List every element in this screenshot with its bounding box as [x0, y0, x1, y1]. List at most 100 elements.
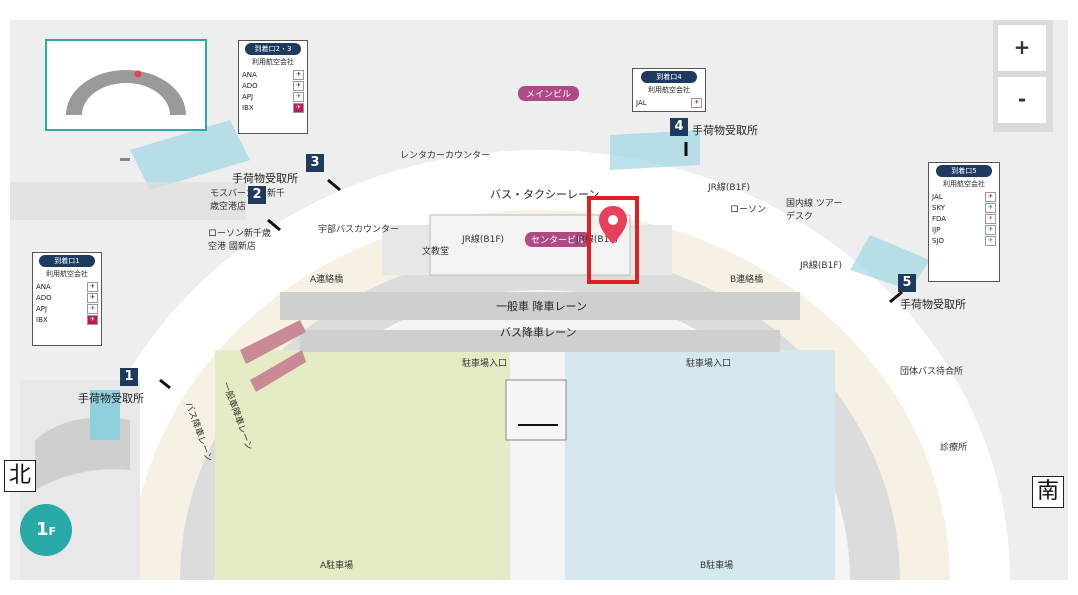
jr-left-label: JR線(B1F) — [462, 235, 505, 245]
airline-logo: ✈ — [690, 97, 702, 108]
zoom-in-button[interactable]: + — [998, 25, 1046, 71]
airline-code: APJ — [242, 92, 254, 101]
gate-5-card: 到着口5 利用航空会社 JAL ✈ SKY ✈ FDA ✈ IJP ✈ SJO ✈ — [928, 162, 1000, 282]
gate-4-number[interactable]: 4 — [670, 118, 688, 136]
airline-code: ANA — [242, 70, 257, 79]
minimap[interactable] — [46, 40, 206, 130]
gate-2-title: 到着口2・3 — [245, 43, 301, 55]
gate-1-sub: 利用航空会社 — [46, 270, 88, 278]
gate-5-title: 到着口5 — [936, 165, 992, 177]
parking-a-label: A駐車場 — [320, 561, 354, 571]
airline-logo: ✈ — [984, 224, 996, 235]
clinic-label: 診療所 — [940, 443, 968, 453]
lawson-right-label: ローソン — [730, 205, 767, 215]
crossing-b-label: B連絡橋 — [730, 275, 764, 285]
bunkyodo-label: 文教堂 — [422, 247, 450, 257]
airline-code: SJO — [932, 236, 945, 245]
gate-4-title: 到着口4 — [641, 71, 697, 83]
airline-row: SJO ✈ — [932, 235, 996, 246]
airline-code: FDA — [932, 214, 947, 223]
airline-row: IJP ✈ — [932, 224, 996, 235]
gate-2-number[interactable]: 2 — [248, 186, 266, 204]
airline-logo: ✈ — [984, 191, 996, 202]
floor-badge[interactable]: 1F — [20, 504, 72, 556]
airline-code: IJP — [932, 225, 941, 234]
airline-code: ADO — [242, 81, 258, 90]
gate-4-card: 到着口4 利用航空会社 JAL ✈ — [632, 68, 706, 112]
airline-row: JAL ✈ — [932, 191, 996, 202]
airline-code: JAL — [932, 192, 943, 201]
floor-suffix: F — [48, 525, 57, 538]
gate-1-title: 到着口1 — [39, 255, 95, 267]
parking-entrance-right: 駐車場入口 — [686, 359, 732, 369]
gate-2-card: 到着口2・3 利用航空会社 ANA ✈ ADO ✈ APJ ✈ IBX ✈ — [238, 40, 308, 134]
airline-logo: ✈ — [984, 235, 996, 246]
baggage-claim-2: 手荷物受取所 — [232, 172, 298, 185]
jr-center-label: JR線(B1F) — [576, 235, 619, 245]
airline-logo: ✈ — [292, 102, 304, 113]
airport-map[interactable]: メインビル センタービル バス・タクシーレーン 一般車 降車レーン バス降車レー… — [10, 20, 1068, 580]
airline-code: JAL — [636, 98, 647, 107]
map-pin-icon — [599, 206, 627, 244]
baggage-claim-5: 手荷物受取所 — [900, 298, 966, 311]
airline-row: JAL ✈ — [636, 97, 702, 108]
south-label: 南 — [1032, 476, 1064, 508]
airline-row: ANA ✈ — [242, 69, 304, 80]
jr-right-label: JR線(B1F) — [800, 261, 843, 271]
gate-5-sub: 利用航空会社 — [943, 180, 985, 188]
airline-code: IBX — [242, 103, 254, 112]
airline-logo: ✈ — [984, 213, 996, 224]
selected-location-box — [587, 196, 639, 284]
airline-code: SKY — [932, 203, 946, 212]
airline-code: APJ — [36, 304, 48, 313]
airline-code: ADO — [36, 293, 52, 302]
zoom-out-button[interactable]: - — [998, 77, 1046, 123]
bus-counter-label: 宇部バスカウンター — [318, 225, 400, 235]
airline-logo: ✈ — [86, 281, 98, 292]
airline-code: ANA — [36, 282, 51, 291]
airline-row: ADO ✈ — [36, 292, 98, 303]
center-building-label: センタービル — [525, 232, 592, 247]
gate-1-card: 到着口1 利用航空会社 ANA ✈ ADO ✈ APJ ✈ IBX ✈ — [32, 252, 102, 346]
airline-row: IBX ✈ — [242, 102, 304, 113]
bus-taxi-lane-label: バス・タクシーレーン — [490, 188, 600, 201]
lawson-left-label: ローソン新千歳空港 國新店 — [208, 229, 272, 252]
airline-logo: ✈ — [86, 314, 98, 325]
parking-b-label: B駐車場 — [700, 561, 734, 571]
mos-label: モスバーガー 新千歳空港店 — [210, 189, 285, 212]
airline-row: FDA ✈ — [932, 213, 996, 224]
airline-logo: ✈ — [86, 303, 98, 314]
airline-code: IBX — [36, 315, 48, 324]
airline-row: ANA ✈ — [36, 281, 98, 292]
airline-row: APJ ✈ — [36, 303, 98, 314]
tour-desk-label: 国内線 ツアーデスク — [786, 199, 843, 222]
airline-logo: ✈ — [292, 91, 304, 102]
main-building-label: メインビル — [518, 86, 580, 101]
gate-4-sub: 利用航空会社 — [648, 86, 690, 94]
tourist-bus-label: 団体バス待合所 — [900, 367, 964, 377]
gate-3-number[interactable]: 3 — [306, 154, 324, 172]
airline-logo: ✈ — [292, 69, 304, 80]
floor-number: 1 — [35, 519, 49, 540]
parking-entrance-left: 駐車場入口 — [462, 359, 508, 369]
crossing-a-label: A連絡橋 — [310, 275, 344, 285]
baggage-claim-4: 手荷物受取所 — [692, 124, 758, 137]
baggage-claim-1: 手荷物受取所 — [78, 392, 144, 405]
airline-row: ADO ✈ — [242, 80, 304, 91]
map-drawing — [10, 20, 1068, 580]
north-label: 北 — [4, 460, 36, 492]
general-car-lane-label: 一般車 降車レーン — [496, 300, 587, 313]
gate-1-number[interactable]: 1 — [120, 368, 138, 386]
zoom-control: + - — [993, 20, 1053, 132]
airline-row: IBX ✈ — [36, 314, 98, 325]
airline-row: APJ ✈ — [242, 91, 304, 102]
airline-logo: ✈ — [86, 292, 98, 303]
bus-lane-label: バス降車レーン — [500, 326, 577, 339]
airline-row: SKY ✈ — [932, 202, 996, 213]
gate-2-sub: 利用航空会社 — [252, 58, 294, 66]
rental-car-label: レンタカーカウンター — [400, 151, 491, 161]
gate-5-number[interactable]: 5 — [898, 274, 916, 292]
jr-top-label: JR線(B1F) — [708, 183, 751, 193]
airline-logo: ✈ — [984, 202, 996, 213]
airline-logo: ✈ — [292, 80, 304, 91]
